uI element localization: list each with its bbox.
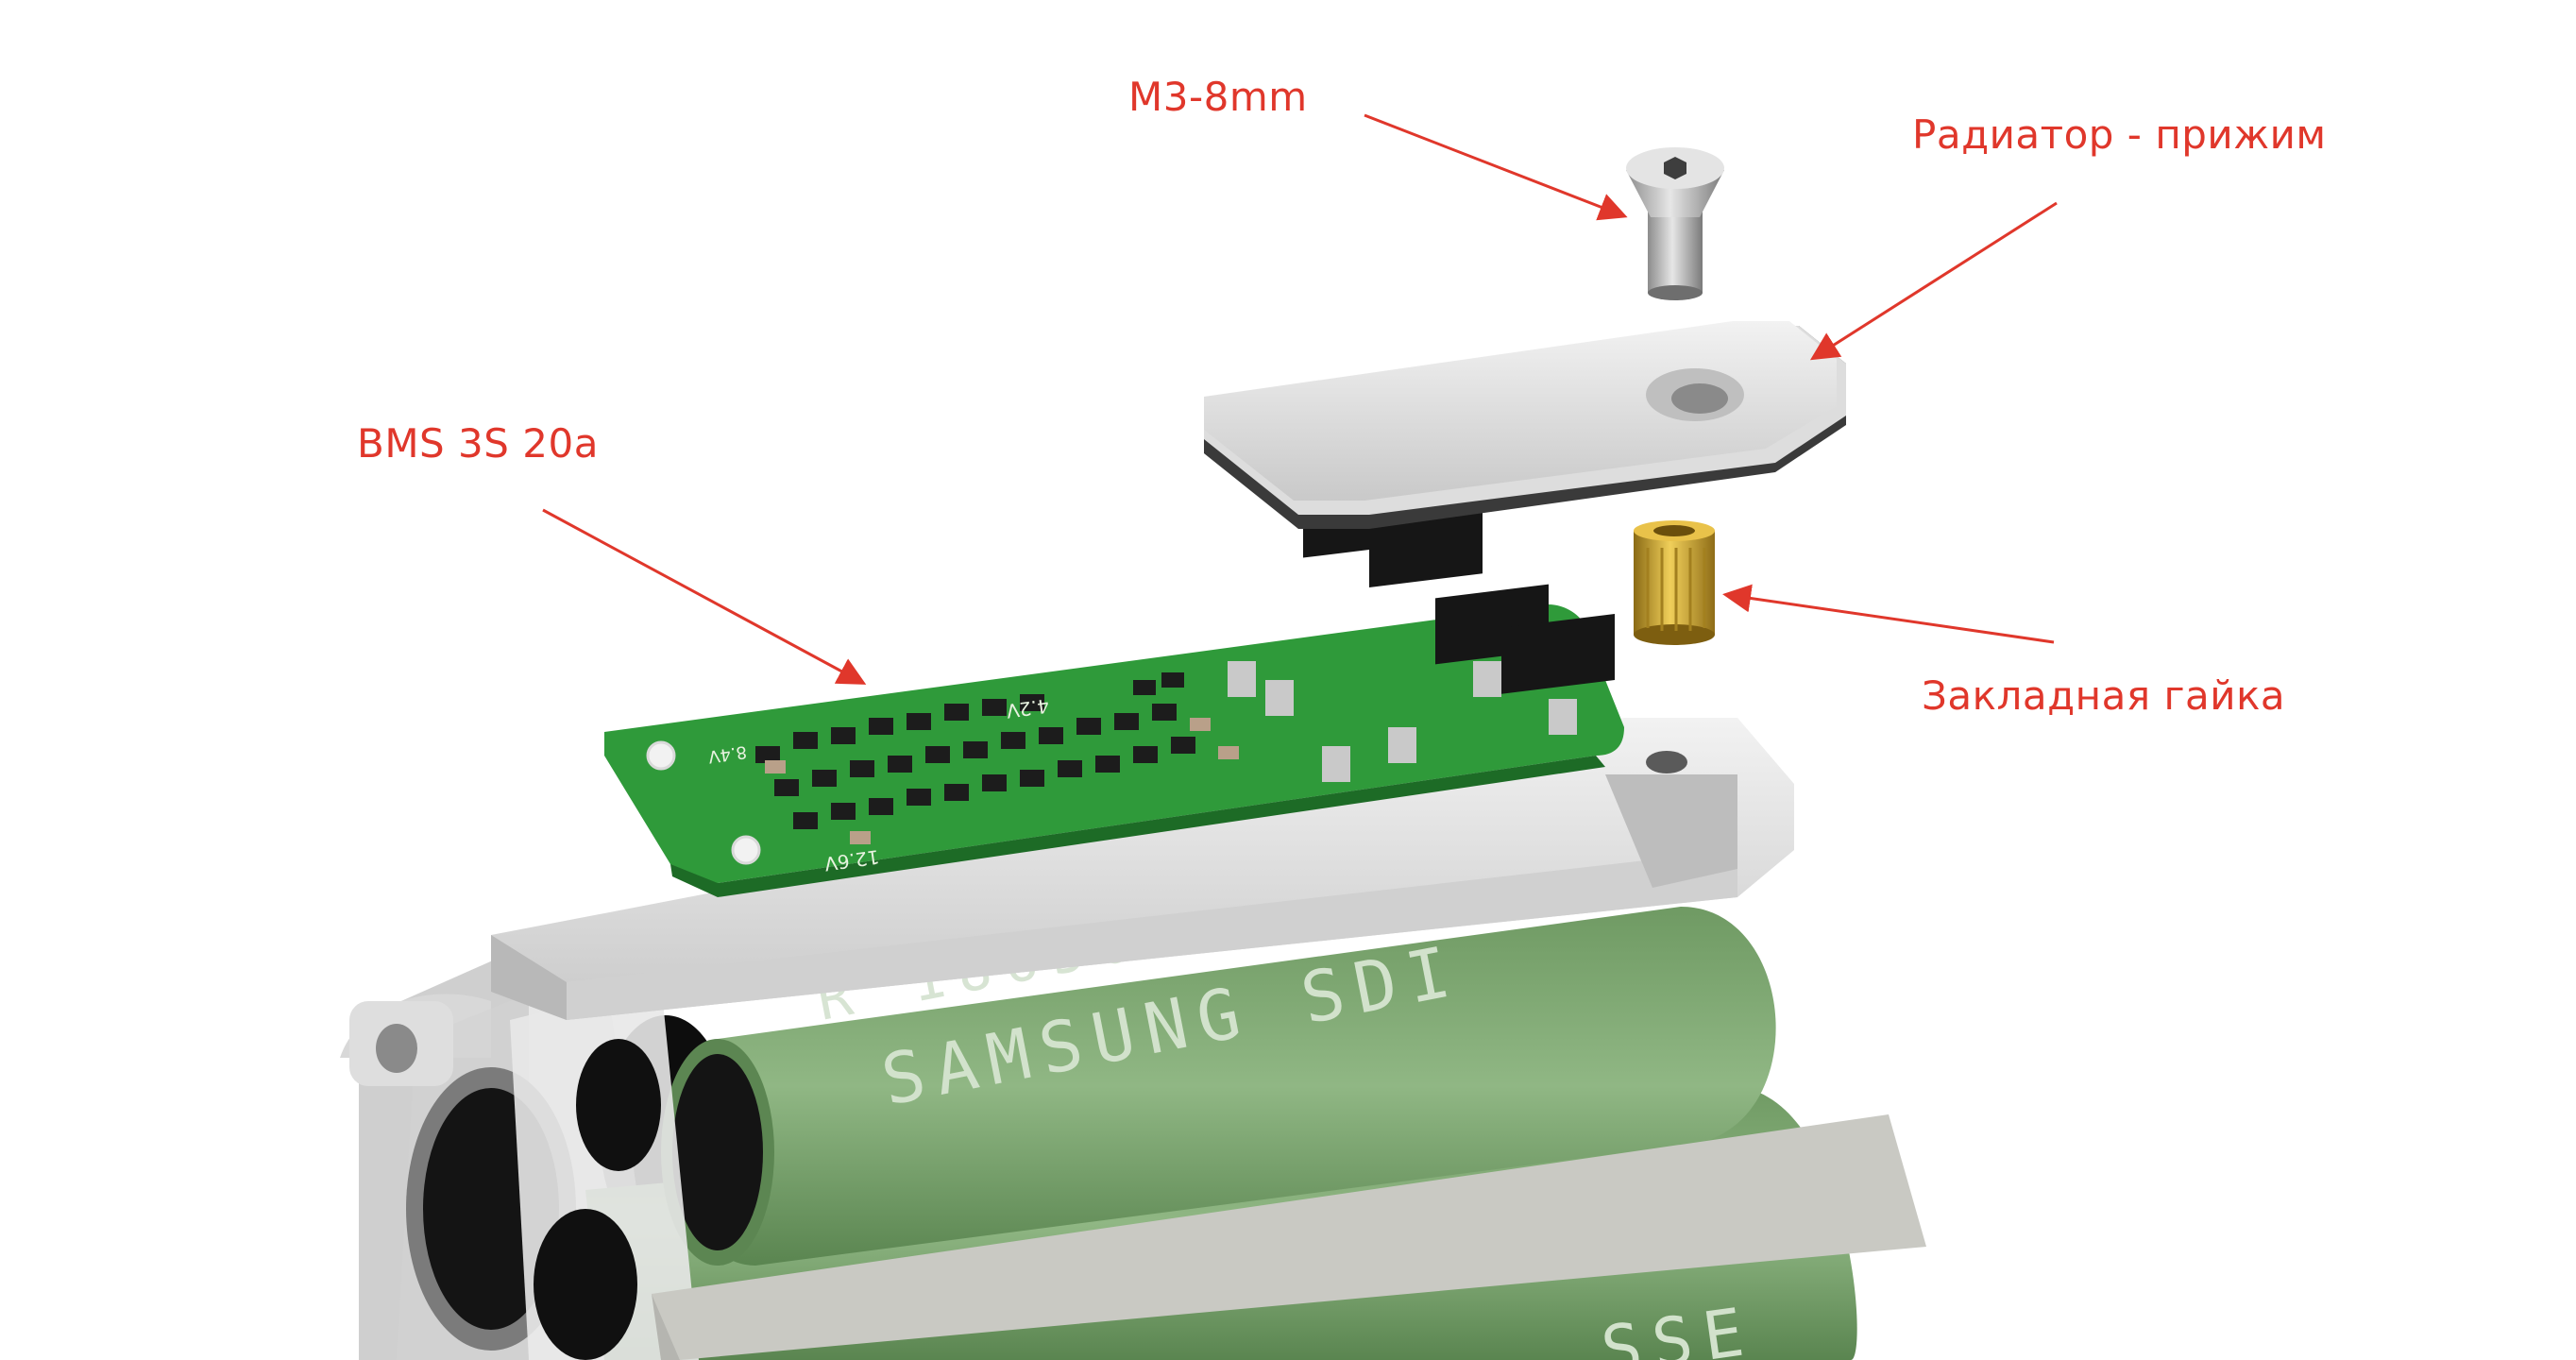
callout-arrows — [542, 113, 2058, 685]
insert-nut — [1634, 520, 1715, 645]
screw-m3 — [1626, 147, 1724, 300]
radiator-plate — [1204, 321, 1846, 529]
label-bms: BMS 3S 20a — [357, 420, 599, 467]
label-nut: Закладная гайка — [1922, 672, 2286, 719]
arrow-nut — [1722, 584, 2055, 644]
label-screw: M3-8mm — [1128, 74, 1308, 120]
battery-cells — [510, 907, 1926, 1360]
holder-top-rail — [491, 718, 1794, 1020]
arrow-radiator — [1809, 201, 2058, 361]
arrow-screw — [1364, 113, 1628, 221]
label-radiator: Радиатор - прижим — [1912, 111, 2327, 158]
arrow-bms — [542, 508, 867, 685]
